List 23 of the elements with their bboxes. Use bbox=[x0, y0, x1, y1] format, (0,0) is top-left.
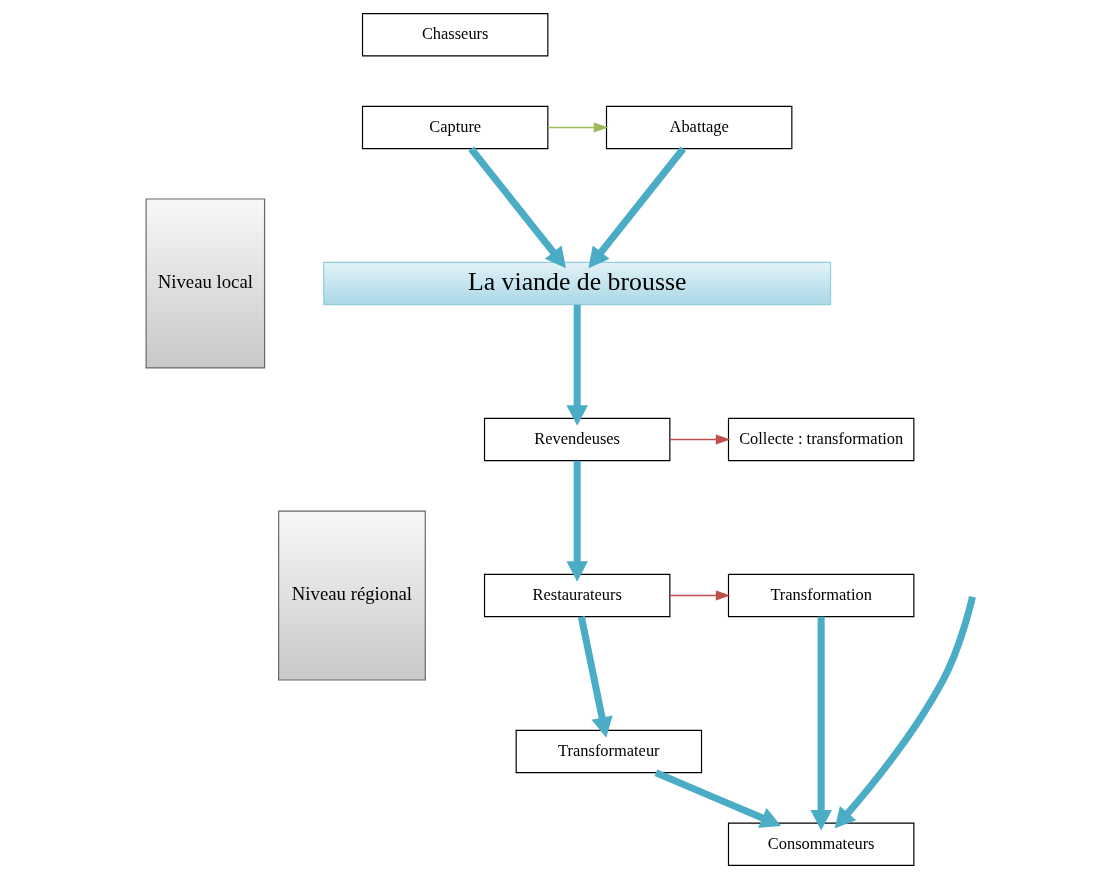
node-box: Capture bbox=[361, 105, 548, 149]
node-box: Transformation bbox=[727, 573, 914, 617]
node-box: Transformateur bbox=[515, 729, 702, 773]
node-box: Consommateurs bbox=[727, 822, 914, 866]
arrow bbox=[809, 616, 832, 830]
arrow bbox=[587, 146, 686, 268]
arrow bbox=[668, 589, 730, 601]
arrow bbox=[668, 433, 730, 445]
node-box: Collecte : transformation bbox=[727, 417, 914, 461]
arrow bbox=[565, 304, 588, 426]
node-box: Niveau régional bbox=[277, 509, 426, 681]
arrow bbox=[467, 146, 566, 268]
node-box: Chasseurs bbox=[361, 12, 548, 56]
arrow bbox=[565, 460, 588, 582]
arrow bbox=[577, 615, 613, 738]
node-box: Abattage bbox=[605, 105, 792, 149]
node-box: Restaurateurs bbox=[483, 573, 670, 617]
node-box: La viande de brousse bbox=[322, 261, 831, 305]
arrow bbox=[654, 769, 781, 828]
node-box: Revendeuses bbox=[483, 417, 670, 461]
node-box: Niveau local bbox=[145, 197, 265, 369]
arrow bbox=[546, 121, 608, 133]
arrow bbox=[834, 595, 976, 828]
